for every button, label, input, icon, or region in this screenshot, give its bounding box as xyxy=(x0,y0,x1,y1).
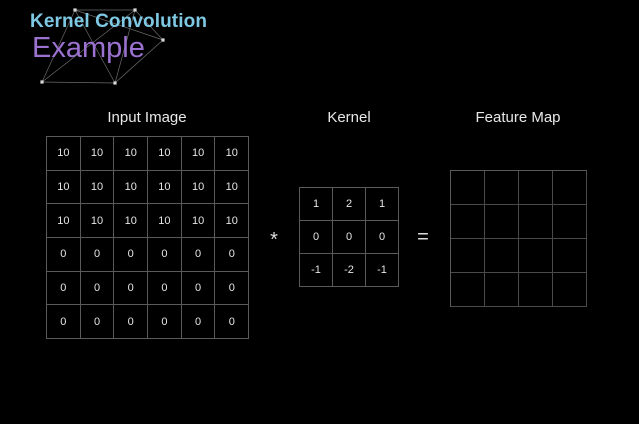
input_image-cell-3-5: 0 xyxy=(215,238,250,272)
input_image-cell-0-1: 10 xyxy=(80,137,115,171)
input_image-cell-5-5: 0 xyxy=(215,305,250,340)
input_image-cell-4-5: 0 xyxy=(215,271,250,306)
input-image-label: Input Image xyxy=(107,109,187,126)
graph-node-3 xyxy=(40,80,44,84)
input_image-cell-2-4: 10 xyxy=(181,204,216,239)
input_image-cell-1-3: 10 xyxy=(148,170,182,205)
feature_map-cell-2-1 xyxy=(485,239,519,273)
feature_map-cell-1-2 xyxy=(519,205,553,239)
input_image-cell-2-5: 10 xyxy=(215,204,250,239)
input_image-cell-5-1: 0 xyxy=(80,305,115,340)
input_image-cell-2-3: 10 xyxy=(148,204,182,239)
feature_map-cell-1-1 xyxy=(485,205,519,239)
input_image-cell-4-1: 0 xyxy=(80,271,115,306)
feature_map-cell-3-0 xyxy=(451,273,485,307)
input_image-cell-5-4: 0 xyxy=(181,305,216,340)
input_image-cell-3-2: 0 xyxy=(114,238,149,272)
input_image-cell-0-0: 10 xyxy=(47,137,81,171)
input_image-cell-1-1: 10 xyxy=(80,170,115,205)
input_image-cell-1-4: 10 xyxy=(181,170,216,205)
input_image-cell-4-2: 0 xyxy=(114,271,149,306)
kernel-cell-2-1: -2 xyxy=(333,254,366,287)
title-block: Kernel Convolution Example xyxy=(30,11,208,64)
input_image-cell-5-2: 0 xyxy=(114,305,149,340)
page-subtitle: Example xyxy=(32,31,145,64)
kernel-cell-0-1: 2 xyxy=(333,188,366,221)
input_image-cell-1-2: 10 xyxy=(114,170,149,205)
feature_map-cell-3-1 xyxy=(485,273,519,307)
kernel-cell-1-1: 0 xyxy=(333,221,366,254)
kernel-label: Kernel xyxy=(327,109,371,126)
kernel-cell-2-2: -1 xyxy=(366,254,399,287)
feature_map-cell-1-3 xyxy=(553,205,587,239)
graph-node-4 xyxy=(113,81,117,85)
input_image-cell-0-5: 10 xyxy=(215,137,250,171)
feature_map-cell-0-3 xyxy=(553,171,587,205)
input_image-cell-4-3: 0 xyxy=(148,271,182,306)
feature_map-cell-3-2 xyxy=(519,273,553,307)
feature_map-cell-2-3 xyxy=(553,239,587,273)
page-title: Kernel Convolution xyxy=(30,11,208,32)
kernel-cell-1-2: 0 xyxy=(366,221,399,254)
input_image-cell-0-4: 10 xyxy=(181,137,216,171)
feature_map-cell-2-2 xyxy=(519,239,553,273)
input_image-cell-0-3: 10 xyxy=(148,137,182,171)
input_image-cell-3-3: 0 xyxy=(148,238,182,272)
feature-map-matrix xyxy=(450,170,587,307)
feature_map-cell-0-0 xyxy=(451,171,485,205)
convolution-operator: * xyxy=(270,229,278,251)
kernel-cell-0-2: 1 xyxy=(366,188,399,221)
feature-map-label: Feature Map xyxy=(475,109,561,126)
input_image-cell-2-0: 10 xyxy=(47,204,81,239)
feature_map-cell-2-0 xyxy=(451,239,485,273)
input_image-cell-5-0: 0 xyxy=(47,305,81,340)
equals-operator: = xyxy=(417,226,429,248)
input_image-cell-2-2: 10 xyxy=(114,204,149,239)
input_image-cell-1-0: 10 xyxy=(47,170,81,205)
input_image-cell-2-1: 10 xyxy=(80,204,115,239)
feature_map-cell-3-3 xyxy=(553,273,587,307)
feature_map-cell-1-0 xyxy=(451,205,485,239)
input_image-cell-1-5: 10 xyxy=(215,170,250,205)
kernel-cell-2-0: -1 xyxy=(300,254,333,287)
input_image-cell-5-3: 0 xyxy=(148,305,182,340)
kernel-cell-1-0: 0 xyxy=(300,221,333,254)
input_image-cell-4-4: 0 xyxy=(181,271,216,306)
kernel-cell-0-0: 1 xyxy=(300,188,333,221)
input_image-cell-4-0: 0 xyxy=(47,271,81,306)
input_image-cell-3-4: 0 xyxy=(181,238,216,272)
input_image-cell-3-1: 0 xyxy=(80,238,115,272)
input_image-cell-3-0: 0 xyxy=(47,238,81,272)
feature_map-cell-0-1 xyxy=(485,171,519,205)
feature_map-cell-0-2 xyxy=(519,171,553,205)
input_image-cell-0-2: 10 xyxy=(114,137,149,171)
